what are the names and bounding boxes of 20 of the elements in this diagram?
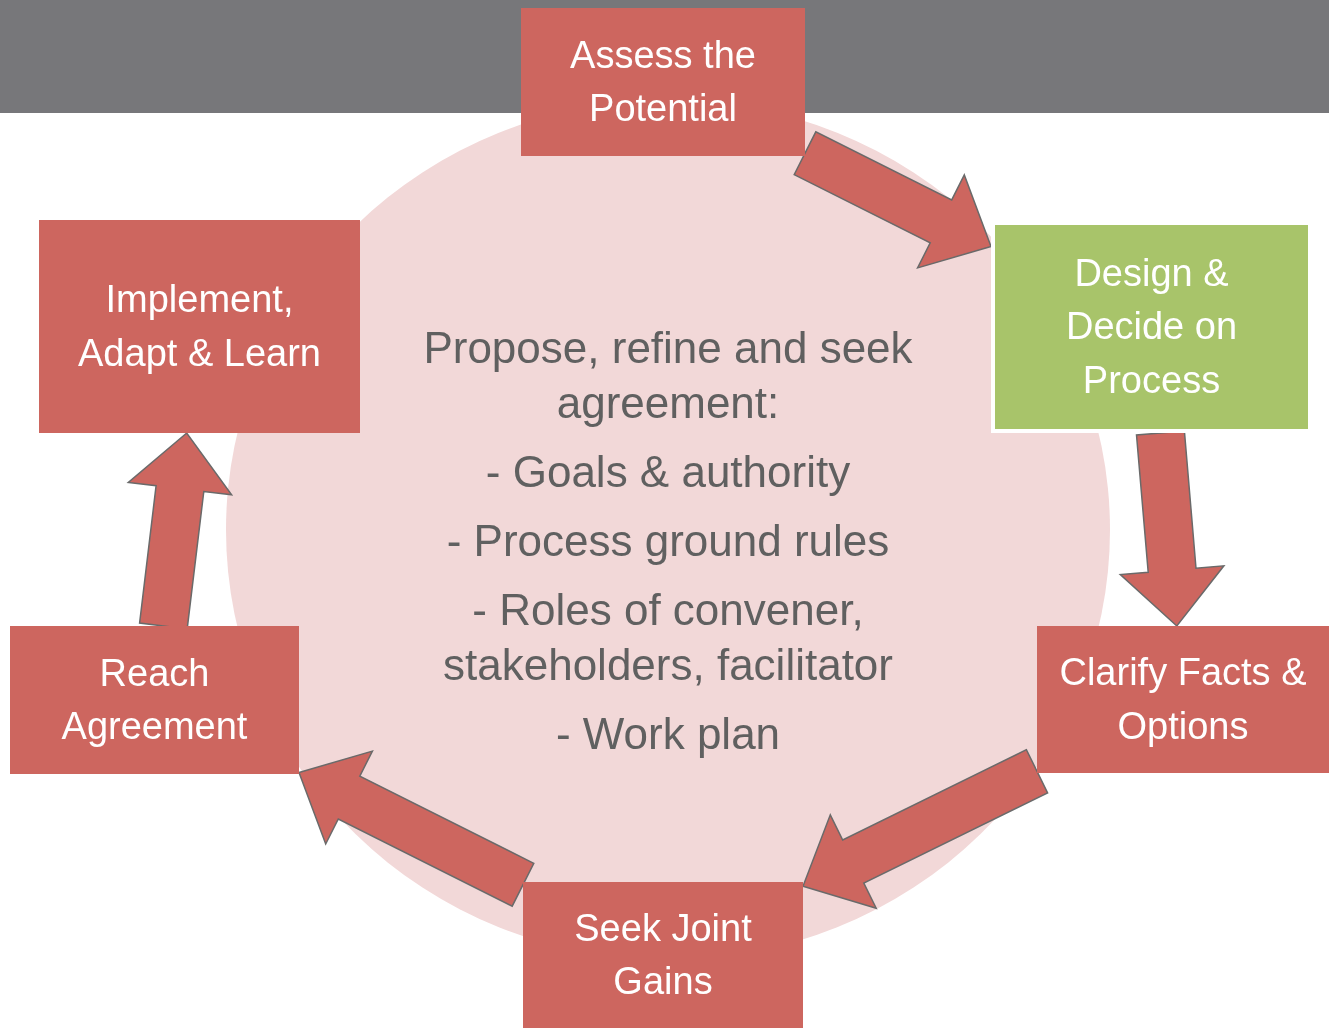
block-arrow xyxy=(1118,430,1226,628)
block-arrow xyxy=(802,748,1049,910)
block-arrow xyxy=(298,749,535,908)
step-box xyxy=(523,882,803,1028)
step-box xyxy=(1037,626,1329,773)
list-item: - Goals & authority xyxy=(485,445,851,498)
step-label: Reach Agreement xyxy=(60,650,249,749)
step-label: Seek Joint Gains xyxy=(573,905,753,1004)
list-item: - Work plan xyxy=(555,707,781,760)
step-label: Clarify Facts & Options xyxy=(1059,650,1307,749)
list-item: - Roles of convener, stakeholders, facilitator xyxy=(442,583,894,691)
step-box xyxy=(10,626,299,774)
step-label: Assess the Potential xyxy=(569,32,757,131)
step-label: Design & Decide on Process xyxy=(1064,251,1239,403)
list-item: - Process ground rules xyxy=(446,514,890,567)
step-box xyxy=(39,220,360,433)
step-label: Implement, Adapt & Learn xyxy=(77,277,322,376)
block-arrow xyxy=(793,130,992,270)
circle-heading: Propose, refine and seek agreement: xyxy=(422,321,914,429)
step-box xyxy=(521,8,805,156)
